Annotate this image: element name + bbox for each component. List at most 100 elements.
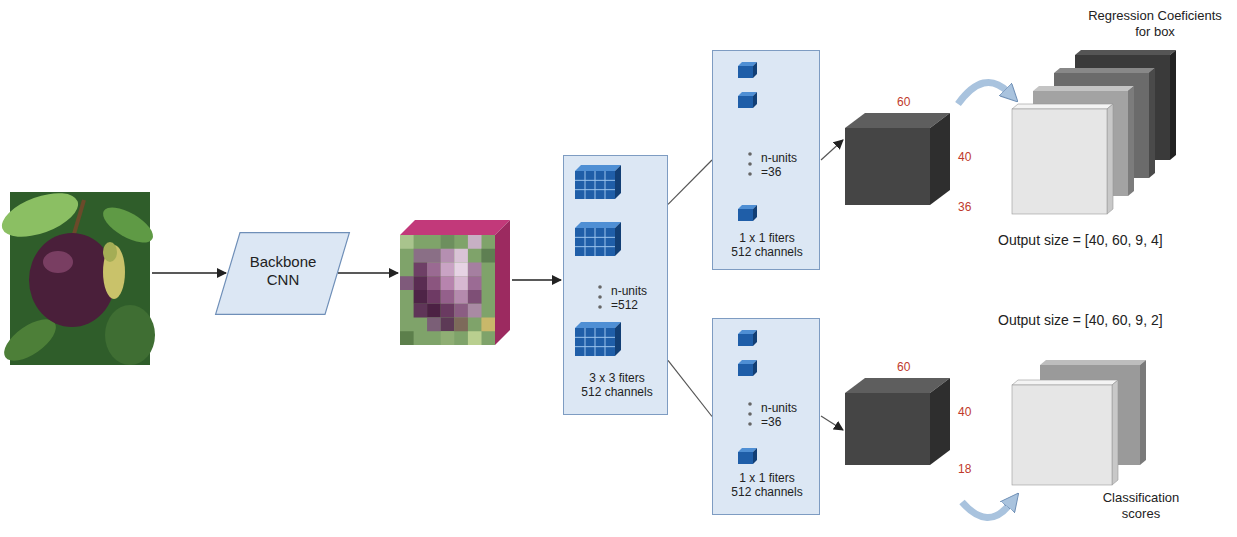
layer-side: [1107, 104, 1113, 214]
node-caption: 1 x 1 fiters 512 channels: [729, 471, 805, 499]
pixel: [454, 318, 468, 332]
connector-line: [668, 160, 712, 204]
node-label: Backbone CNN: [243, 253, 323, 288]
output-size: Output size = [40, 60, 9, 4]: [998, 232, 1163, 249]
block-top: [575, 165, 621, 171]
pixel: [481, 249, 495, 263]
flow-arrow: [821, 416, 843, 430]
layer-top: [1012, 104, 1113, 109]
filter-cube: [738, 448, 757, 464]
ellipsis-dot: [748, 162, 752, 166]
output-cube: [845, 113, 950, 205]
grid-line: [605, 228, 606, 256]
dimension-label: 18: [958, 462, 971, 476]
pixel: [414, 249, 441, 263]
grid-line: [585, 328, 586, 356]
output-heading: Classification scores: [1095, 490, 1187, 521]
flow-arrow: [338, 272, 398, 274]
block-front: [575, 328, 615, 356]
leaf: [98, 201, 158, 250]
pixel: [468, 331, 482, 345]
block-front: [738, 452, 753, 464]
pixel: [454, 263, 468, 277]
filter-cube: [738, 62, 757, 78]
block-side: [615, 322, 621, 356]
ellipsis-dot: [748, 152, 752, 156]
block-side: [615, 165, 621, 199]
layer: [1012, 109, 1107, 214]
pixel: [481, 318, 495, 332]
pixel: [400, 276, 414, 290]
grid-line: [575, 337, 615, 338]
pixel: [468, 304, 482, 318]
ellipsis-dot: [748, 402, 752, 406]
stem: [74, 200, 84, 234]
block-front: [738, 334, 753, 346]
dimension-label: 60: [897, 360, 910, 374]
connector-line: [668, 360, 712, 416]
pixel: [441, 235, 455, 249]
pixel: [454, 276, 468, 290]
block-side: [753, 360, 757, 376]
ellipsis-dot: [748, 422, 752, 426]
feature-map-front: [400, 235, 495, 345]
node-label: n-units =36: [761, 401, 805, 429]
pixel: [427, 263, 441, 277]
feature-map-top: [400, 220, 510, 235]
layer: [1012, 385, 1112, 485]
fruit-photo: [0, 184, 158, 368]
pixel: [468, 235, 482, 249]
block-side: [753, 448, 757, 464]
flow-arrow: [512, 279, 561, 281]
flow-arrow: [821, 140, 843, 160]
conv-layer-box: n-units =512 3 x 3 fiters 512 channels: [563, 155, 668, 415]
leaf: [105, 305, 155, 365]
block-top: [575, 322, 621, 328]
pixel: [414, 304, 428, 318]
pixel: [400, 235, 414, 249]
node-caption: 3 x 3 fiters 512 channels: [579, 371, 655, 399]
dimension-label: 40: [958, 405, 971, 419]
block-front: [738, 96, 753, 108]
pixel: [454, 290, 468, 304]
block-front: [738, 364, 753, 376]
block-front: [575, 171, 615, 199]
dimension-label: 40: [958, 150, 971, 164]
filter-cube: [738, 330, 757, 346]
layer-side: [1112, 380, 1118, 485]
ellipsis-dot: [748, 172, 752, 176]
ellipsis-dot: [748, 412, 752, 416]
calyx: [103, 242, 117, 262]
parallelogram-outline: [216, 233, 350, 315]
filter-cube: [738, 92, 757, 108]
filter-cube: [738, 360, 757, 376]
cube-side: [930, 113, 950, 205]
layer-top: [1040, 360, 1146, 365]
layer-side: [1128, 86, 1134, 196]
output-size: Output size = [40, 60, 9, 2]: [998, 312, 1163, 329]
block-side: [753, 92, 757, 108]
node-label: n-units =512: [611, 284, 655, 312]
grid-line: [595, 328, 596, 356]
pixel: [414, 276, 428, 290]
grid-line: [595, 228, 596, 256]
pixel: [441, 304, 455, 318]
grid-line: [575, 346, 615, 347]
pixel: [427, 276, 441, 290]
node-label: n-units =36: [761, 151, 805, 179]
dimension-label: 36: [958, 200, 971, 214]
pixel: [468, 290, 482, 304]
pixel: [427, 318, 441, 332]
feature-map: [400, 220, 510, 345]
pixel: [468, 276, 482, 290]
pixel: [400, 331, 414, 345]
cube-front: [845, 393, 930, 465]
output-heading: Regression Coeficients for box: [1080, 8, 1230, 39]
pixel: [441, 318, 455, 332]
filter-block: [575, 322, 621, 356]
block-side: [753, 330, 757, 346]
grid-line: [585, 228, 586, 256]
pixel: [441, 331, 455, 345]
grid-line: [575, 246, 615, 247]
